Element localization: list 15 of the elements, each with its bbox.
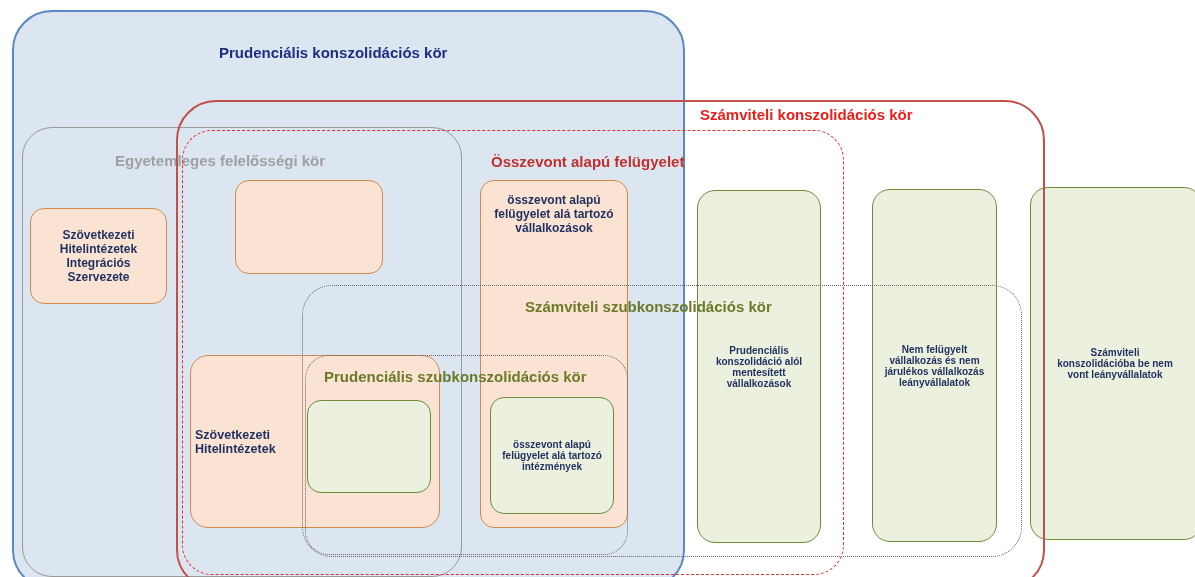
region-title: Számviteli konszolidációs kör [700,106,913,123]
rounded-box [1030,187,1195,540]
box-label: összevont alapú felügyelet alá tartozó intézmények [501,439,603,472]
box-label: Szövetkezeti Hitelintézetek Integrációs Szervezete [58,228,139,284]
rounded-box [490,397,614,514]
rounded-box [30,208,167,304]
rounded-box [235,180,383,274]
box-label: Számviteli konszolidációba be nem vont leányvállalatok [1056,347,1174,380]
region-title: Prudenciális konszolidációs kör [219,44,448,61]
box-label: Nem felügyelt vállalkozás és nem járulékos vállalkozás leányvállalatok [883,343,986,388]
box-label: Szövetkezeti Hitelintézetek [195,427,277,456]
rounded-box [307,400,431,493]
rounded-box [872,189,997,542]
box-label: Prudenciális konszolidáció alól mentesített vállalkozások [714,344,804,389]
box-label: összevont alapú felügyelet alá tartozó vállalkozások [493,193,615,235]
